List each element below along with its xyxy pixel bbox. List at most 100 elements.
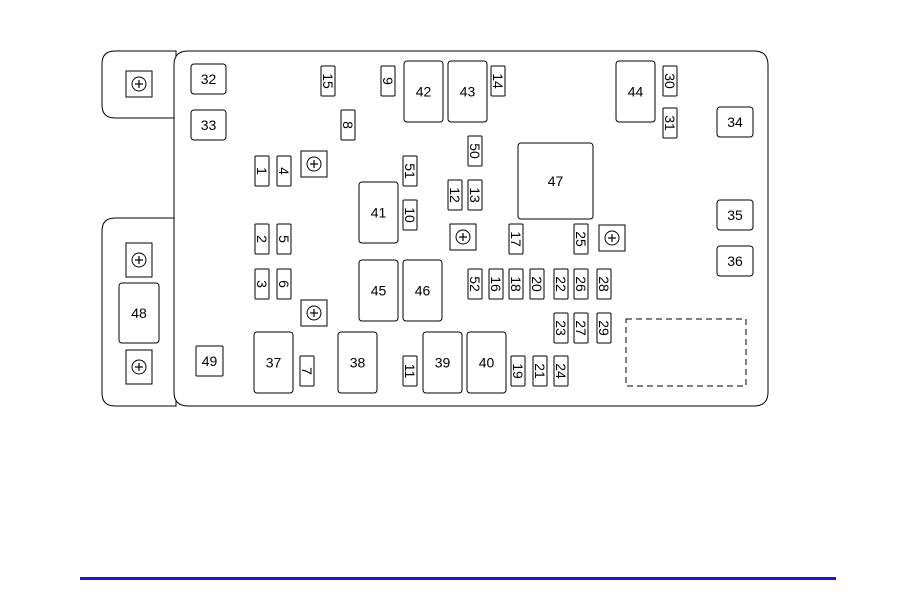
fuse-slot-47: 47 [518, 143, 593, 219]
fuse-slot-label: 35 [727, 207, 743, 223]
fuse-slot-50: 50 [467, 136, 483, 166]
fuse-slot-35: 35 [717, 200, 753, 230]
fuse-slot-label: 18 [508, 276, 524, 292]
fuse-slot-label: 21 [532, 363, 548, 379]
fuse-slot-13: 13 [467, 180, 483, 210]
fuse-slot-label: 33 [201, 117, 217, 133]
fuse-slot-2: 2 [254, 224, 270, 254]
fuse-slot-44: 44 [616, 61, 655, 122]
fuse-slot-label: 25 [573, 231, 589, 247]
fuse-slot-label: 7 [299, 367, 315, 375]
fuse-slot-label: 26 [573, 276, 589, 292]
fuse-slot-7: 7 [299, 356, 315, 386]
fuse-slot-4: 4 [276, 156, 292, 186]
fuse-slot-label: 30 [662, 73, 678, 89]
fuse-slot-label: 51 [402, 163, 418, 179]
fuse-slot-label: 22 [553, 276, 569, 292]
fuse-slot-22: 22 [553, 269, 569, 299]
fuse-slot-label: 8 [340, 121, 356, 129]
mounting-bolt-icon [126, 71, 152, 97]
fuse-slot-19: 19 [510, 356, 526, 386]
fuse-slot-label: 48 [131, 305, 147, 321]
fuse-slot-label: 14 [490, 73, 506, 89]
mounting-bolt-icon [126, 243, 152, 277]
mounting-bolt-icon [599, 225, 625, 251]
fuse-slot-label: 37 [266, 355, 282, 371]
fuse-slot-41: 41 [359, 182, 398, 243]
fuse-slot-25: 25 [573, 224, 589, 254]
fuse-slot-label: 13 [467, 187, 483, 203]
fuse-slot-17: 17 [508, 224, 524, 254]
fuse-slot-46: 46 [403, 260, 442, 321]
fuse-slot-label: 3 [254, 280, 270, 288]
fuse-slot-label: 32 [201, 71, 217, 87]
fuse-slot-label: 12 [447, 187, 463, 203]
fuse-slot-label: 49 [202, 353, 218, 369]
fuse-slot-label: 43 [460, 84, 476, 100]
fuse-slot-label: 16 [488, 276, 504, 292]
fuse-slot-30: 30 [662, 66, 678, 96]
fuse-slot-label: 24 [553, 363, 569, 379]
fuse-slot-51: 51 [402, 156, 418, 186]
fuse-slot-39: 39 [423, 332, 462, 393]
fuse-slot-33: 33 [191, 110, 226, 140]
fuse-slot-label: 5 [276, 235, 292, 243]
fuse-slot-label: 34 [727, 114, 743, 130]
mounting-bolt-icon [301, 151, 327, 177]
fuse-slot-48: 48 [119, 283, 159, 343]
fuse-slot-label: 31 [662, 115, 678, 131]
fuse-slot-6: 6 [276, 269, 292, 299]
fuse-slot-27: 27 [573, 313, 589, 343]
fuse-slot-label: 23 [553, 320, 569, 336]
fuse-slot-10: 10 [402, 200, 418, 230]
fuse-slot-28: 28 [596, 269, 612, 299]
fuse-slot-label: 39 [435, 355, 451, 371]
fuse-slot-8: 8 [340, 110, 356, 140]
fuse-slot-29: 29 [596, 313, 612, 343]
fuse-slot-label: 50 [467, 143, 483, 159]
fuse-slot-1: 1 [254, 156, 270, 186]
fuse-slot-label: 17 [508, 231, 524, 247]
fuse-slot-label: 29 [596, 320, 612, 336]
fuse-slot-label: 40 [479, 355, 495, 371]
fuse-slot-3: 3 [254, 269, 270, 299]
fuse-slot-label: 6 [276, 280, 292, 288]
fuse-slot-label: 20 [529, 276, 545, 292]
fuse-slot-label: 11 [402, 364, 418, 379]
fuse-slot-36: 36 [717, 246, 753, 276]
fuse-slot-16: 16 [488, 269, 504, 299]
fuse-slot-32: 32 [191, 64, 226, 94]
footer-rule [80, 577, 836, 580]
fuse-slot-label: 38 [350, 355, 366, 371]
fuse-slot-34: 34 [717, 107, 753, 137]
fuse-slot-40: 40 [467, 332, 506, 393]
fuse-slot-49: 49 [196, 346, 223, 376]
fuse-slot-label: 44 [628, 84, 644, 100]
fuse-slot-38: 38 [338, 332, 377, 393]
fuse-slot-label: 10 [402, 207, 418, 223]
fuse-slot-label: 1 [254, 167, 270, 175]
fuse-slot-label: 47 [548, 173, 564, 189]
fuse-slot-31: 31 [662, 108, 678, 138]
fuse-slot-15: 15 [320, 66, 336, 96]
fuse-slot-label: 15 [320, 73, 336, 89]
fuse-slot-21: 21 [532, 356, 548, 386]
fuse-slot-label: 36 [727, 253, 743, 269]
fuse-slot-42: 42 [404, 61, 443, 122]
fuse-slot-18: 18 [508, 269, 524, 299]
fuse-slot-5: 5 [276, 224, 292, 254]
fuse-slot-37: 37 [254, 332, 293, 393]
fuse-slot-43: 43 [448, 61, 487, 122]
fuse-slot-label: 2 [254, 235, 270, 243]
fuse-slot-label: 4 [276, 167, 292, 175]
mounting-bolt-icon [301, 300, 327, 326]
fuse-slot-label: 19 [510, 363, 526, 379]
fuse-slot-label: 41 [371, 205, 387, 221]
fuse-slot-23: 23 [553, 313, 569, 343]
fuse-slot-label: 27 [573, 320, 589, 336]
fuse-slot-label: 46 [415, 283, 431, 299]
mounting-bolt-icon [126, 350, 152, 384]
mounting-bolt-icon [450, 224, 476, 250]
fuse-slot-label: 42 [416, 84, 432, 100]
